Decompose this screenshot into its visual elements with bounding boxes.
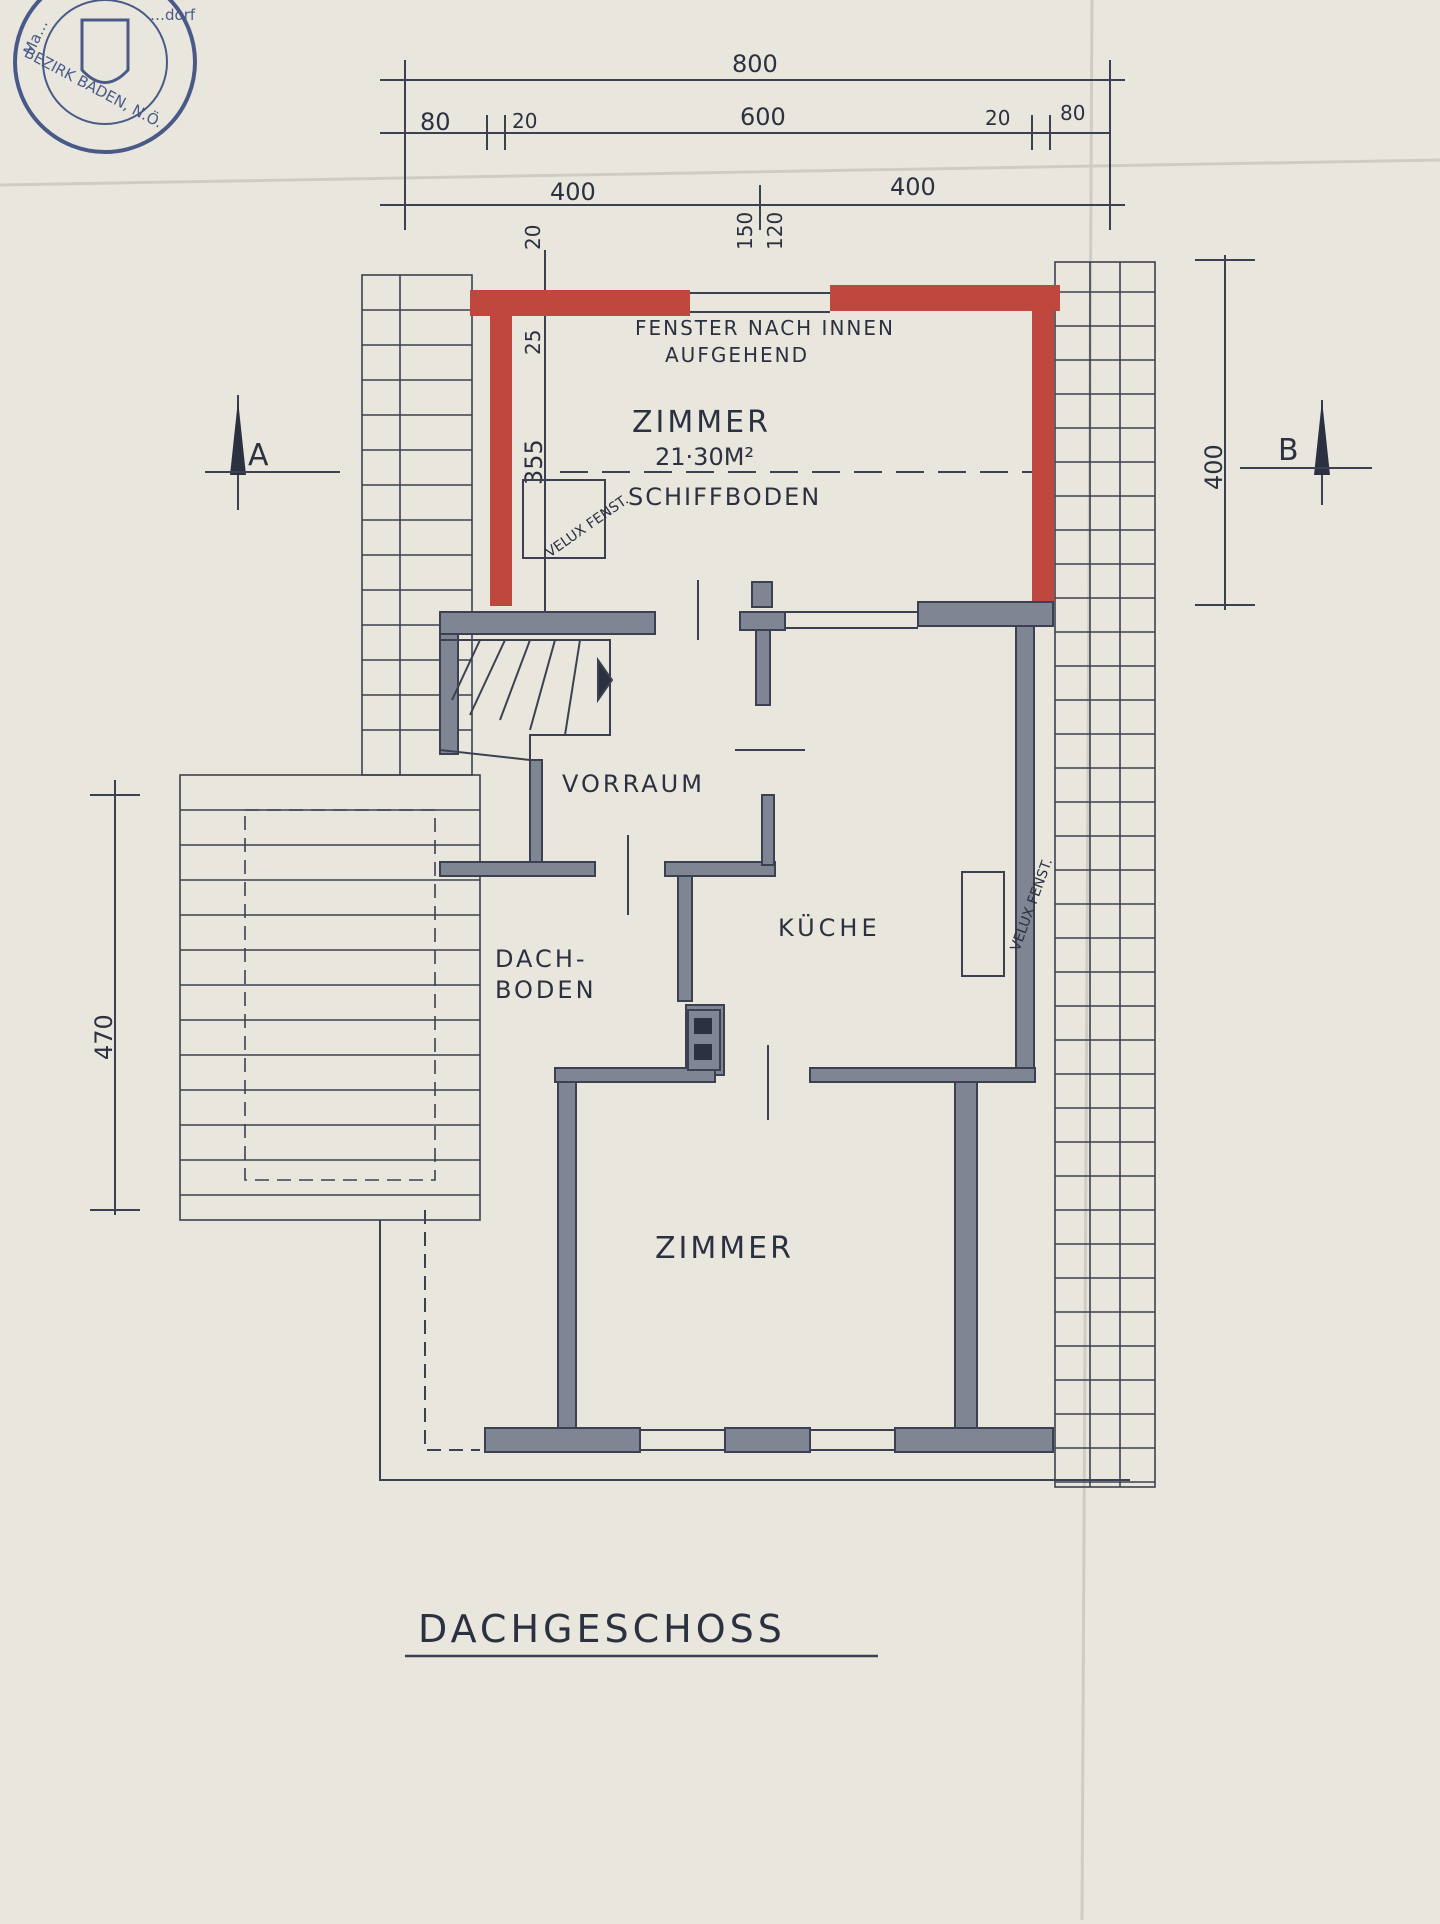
- right-roof-tile-rows: [1055, 291, 1155, 1483]
- velux-left-label: VELUX FENST.: [543, 492, 632, 561]
- left-dimension-line: [90, 780, 140, 1215]
- stamp-right-text: …dorf: [150, 6, 196, 24]
- room-zimmer-top-area: 21·30M²: [655, 443, 754, 471]
- dim-left-height: 470: [90, 1014, 118, 1060]
- velux-window-left-icon: [522, 479, 606, 559]
- dim-wall-thickness-top: 20: [521, 225, 545, 250]
- dim-left-eave: 80: [420, 108, 451, 136]
- dim-inner-width: 600: [740, 103, 786, 131]
- new-walls-red: [470, 285, 1060, 606]
- dim-top-window-b: 120: [763, 212, 787, 250]
- dim-right-height: 400: [1200, 444, 1228, 490]
- room-dachboden-line1: DACH-: [495, 945, 588, 973]
- room-zimmer-top: ZIMMER: [632, 405, 771, 440]
- staircase-icon: [439, 639, 614, 762]
- dim-top-window-a: 150: [733, 212, 757, 250]
- chimney-icon: [687, 1009, 721, 1071]
- coat-of-arms-icon: [80, 18, 130, 84]
- right-roof-tiles: [1054, 261, 1156, 1488]
- window-note-line2: AUFGEHEND: [665, 343, 809, 367]
- existing-walls: [439, 581, 1054, 1453]
- dim-right-wall: 20: [985, 106, 1010, 130]
- window-note-line1: FENSTER NACH INNEN: [635, 316, 895, 340]
- dim-left-wall: 20: [512, 109, 537, 133]
- dim-total-width: 800: [732, 50, 778, 78]
- top-dimension-lines: [380, 60, 1125, 620]
- plan-title: DACHGESCHOSS: [418, 1607, 786, 1651]
- room-zimmer-top-floor: SCHIFFBODEN: [628, 483, 821, 511]
- room-zimmer-bottom: ZIMMER: [655, 1231, 794, 1266]
- velux-window-right-icon: [961, 871, 1005, 977]
- dim-room-depth-b: 355: [520, 439, 548, 485]
- dim-room-depth-a: 25: [521, 330, 545, 355]
- room-dachboden-line2: BODEN: [495, 976, 597, 1004]
- dim-half-left: 400: [550, 178, 596, 206]
- wall-openings: [627, 580, 918, 1451]
- stamp-ring-text: BEZIRK BADEN, N.Ö.: [21, 43, 166, 132]
- dim-right-eave: 80: [1060, 101, 1085, 125]
- right-dimension-line: [1195, 255, 1255, 610]
- room-vorraum: VORRAUM: [562, 770, 705, 798]
- room-kueche: KÜCHE: [778, 913, 881, 942]
- section-marker-a: [205, 395, 1060, 510]
- section-label-a: A: [248, 438, 272, 473]
- office-stamp: BEZIRK BADEN, N.Ö. Ma… …dorf: [13, 0, 197, 154]
- section-label-b: B: [1278, 433, 1302, 468]
- dim-half-right: 400: [890, 173, 936, 201]
- section-marker-b: [1240, 400, 1372, 505]
- left-terrace-tiles: [179, 774, 481, 1221]
